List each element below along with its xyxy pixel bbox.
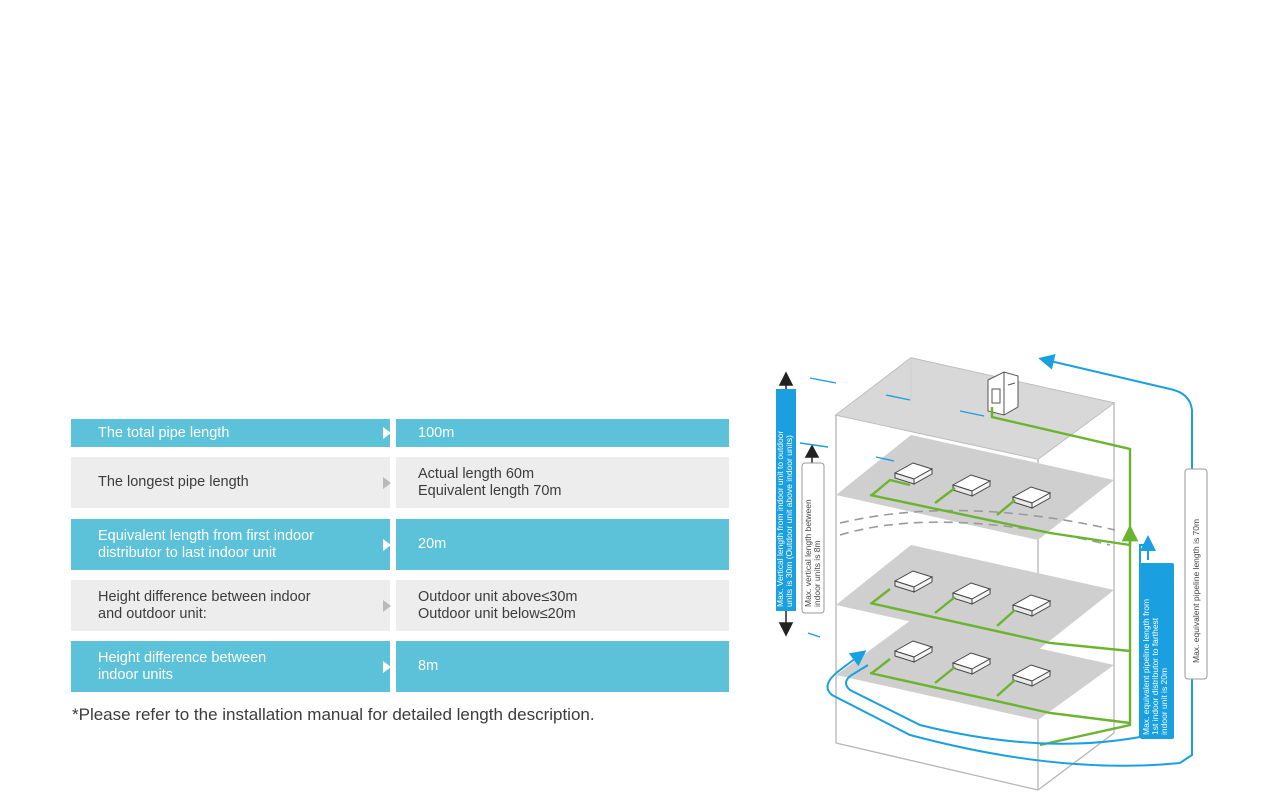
indoor-unit-icon xyxy=(893,570,934,593)
indoor-unit-icon xyxy=(951,474,992,497)
indoor-unit-icon xyxy=(1011,594,1052,617)
spec-label: Height difference between indoor units xyxy=(98,649,267,683)
row-arrow-icon xyxy=(383,599,391,612)
label-box-first-to-farthest xyxy=(1140,563,1174,739)
spec-label-cell: Equivalent length from first indoor dist… xyxy=(71,519,391,570)
label-outdoor-vertical: Max. Vertical length from indoor unit to… xyxy=(775,431,794,607)
spec-label: Height difference between indoor and out… xyxy=(98,588,311,622)
label-box-indoor-vertical xyxy=(801,462,825,614)
row-arrow-icon xyxy=(383,476,391,489)
level-marks xyxy=(799,377,985,638)
indoor-unit-icon xyxy=(951,582,992,605)
spec-value-cell: 100m xyxy=(396,419,729,447)
outdoor-unit-icon xyxy=(987,371,1019,416)
spec-value: 8m xyxy=(418,658,439,674)
label-first-to-farthest: Max. equivalent pipeline length from1st … xyxy=(1141,599,1169,735)
row-arrow-icon xyxy=(383,538,391,551)
spec-row-longest-pipe-length: The longest pipe length Actual length 60… xyxy=(71,457,729,508)
label-box-max-equivalent xyxy=(1184,468,1208,680)
spec-row-total-pipe-length: The total pipe length 100m xyxy=(71,419,729,447)
spec-value-cell: 8m xyxy=(396,641,729,692)
indoor-unit-icon xyxy=(951,652,992,675)
spec-label: The total pipe length xyxy=(98,424,230,441)
spec-row-equivalent-length: Equivalent length from first indoor dist… xyxy=(71,519,729,570)
spec-value-cell: Outdoor unit above≤30m Outdoor unit belo… xyxy=(396,580,729,631)
indoor-unit-icon xyxy=(893,640,934,663)
installation-note: *Please refer to the installation manual… xyxy=(72,705,595,724)
label-indoor-vertical: Max. vertical length betweenindoor units… xyxy=(803,499,822,607)
spec-value: Outdoor unit above≤30m Outdoor unit belo… xyxy=(418,588,578,622)
refrigerant-pipes xyxy=(869,407,1139,747)
label-max-equivalent: Max. equivalent pipeline length is 70m xyxy=(1191,519,1201,663)
spec-value: 20m xyxy=(418,536,447,552)
spec-value: 100m xyxy=(418,424,455,441)
spec-label-cell: The longest pipe length xyxy=(71,457,391,508)
row-arrow-icon xyxy=(383,427,391,439)
spec-value-cell: Actual length 60m Equivalent length 70m xyxy=(396,457,729,508)
spec-value-cell: 20m xyxy=(396,519,729,570)
spec-row-height-indoor-units: Height difference between indoor units 8… xyxy=(71,641,729,692)
spec-row-height-indoor-outdoor: Height difference between indoor and out… xyxy=(71,580,729,631)
spec-value: Actual length 60m Equivalent length 70m xyxy=(418,465,562,499)
indoor-units xyxy=(893,462,1052,687)
row-arrow-icon xyxy=(383,660,391,673)
spec-label: The longest pipe length xyxy=(98,474,249,490)
label-box-outdoor-vertical xyxy=(776,389,796,611)
indoor-unit-icon xyxy=(1011,664,1052,687)
indoor-unit-icon xyxy=(1011,486,1052,509)
spec-label-cell: The total pipe length xyxy=(71,419,391,447)
spec-label: Equivalent length from first indoor dist… xyxy=(98,527,314,561)
roof-slab xyxy=(836,358,1114,459)
spec-label-cell: Height difference between indoor and out… xyxy=(71,580,391,631)
pipe-layout-diagram: Max. Vertical length from indoor unit to… xyxy=(775,354,1208,791)
spec-label-cell: Height difference between indoor units xyxy=(71,641,391,692)
indoor-unit-icon xyxy=(893,462,934,485)
